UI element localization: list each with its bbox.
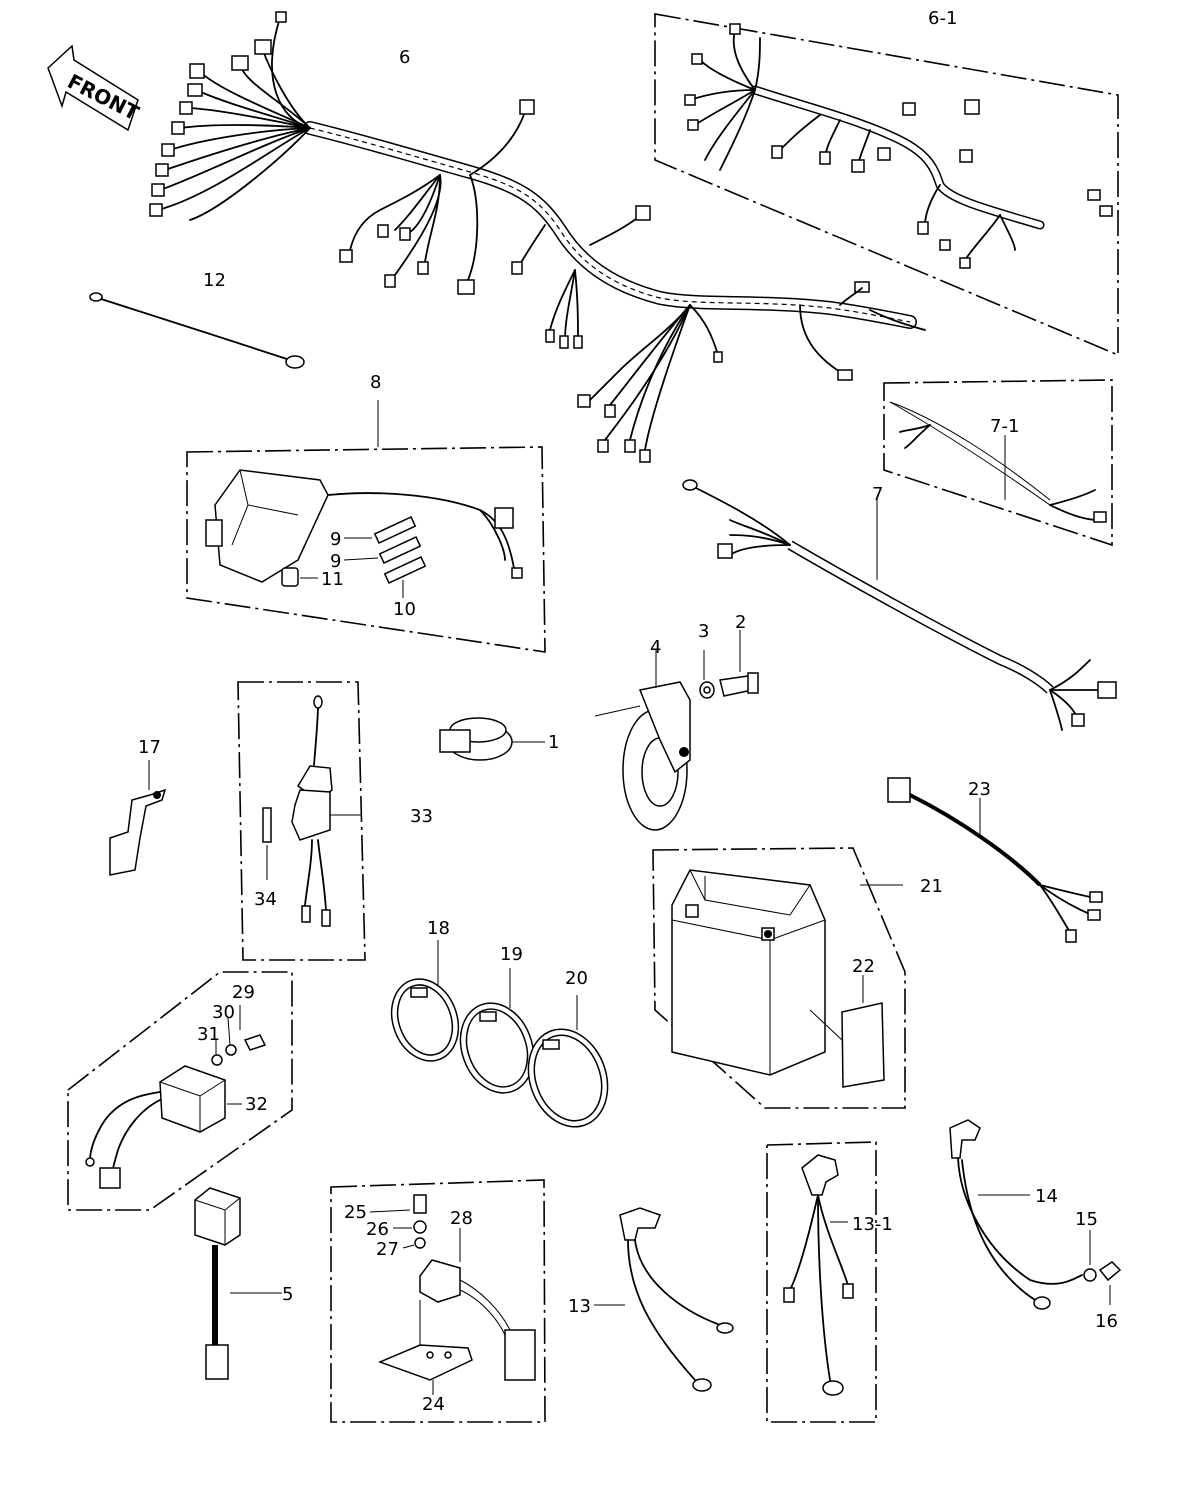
label-31: 31 [197,1024,220,1045]
sub-harness-panel [654,13,1119,357]
label-7: 7 [872,484,883,505]
label-2: 2 [735,612,746,633]
battery-panel [652,847,906,1109]
label-25: 25 [344,1202,367,1223]
harness-7-1-panel [883,379,1113,547]
label-22: 22 [852,956,875,977]
label-34: 34 [254,889,277,910]
label-19: 19 [500,944,523,965]
label-13: 13 [568,1296,591,1317]
label-18: 18 [427,918,450,939]
part-33-panel [237,681,366,961]
front-arrow: FRONT [47,44,143,132]
part-13 [594,1207,734,1392]
label-15: 15 [1075,1209,1098,1230]
label-33: 33 [410,806,433,827]
bracket-17 [109,760,167,876]
label-9a: 9 [330,529,341,550]
part-13-1-panel [766,1141,877,1423]
label-9b: 9 [330,551,341,572]
label-29: 29 [232,982,255,1003]
horn-assembly [439,630,759,831]
label-32: 32 [245,1094,268,1115]
part-32-panel [67,971,293,1211]
label-27: 27 [376,1239,399,1260]
label-14: 14 [1035,1186,1058,1207]
main-wiring-harness [149,11,926,463]
label-28: 28 [450,1208,473,1229]
bands [390,940,609,1128]
label-30: 30 [212,1002,235,1023]
label-3: 3 [698,621,709,642]
label-6-1: 6-1 [928,8,957,29]
label-5: 5 [282,1284,293,1305]
label-24: 24 [422,1394,445,1415]
part-14 [949,1119,1122,1310]
label-10: 10 [393,599,416,620]
label-26: 26 [366,1219,389,1240]
label-21: 21 [920,876,943,897]
label-4: 4 [650,637,661,658]
callout-labels: 6 6-1 12 8 9 9 10 11 7 7-1 4 3 2 1 17 33… [138,8,1118,1415]
label-16: 16 [1095,1311,1118,1332]
label-13-1: 13-1 [852,1214,893,1235]
cable-12 [89,292,305,369]
label-7-1: 7-1 [990,416,1019,437]
label-12: 12 [203,270,226,291]
label-1: 1 [548,732,559,753]
part-5 [194,1187,282,1380]
label-17: 17 [138,737,161,758]
label-11: 11 [321,569,344,590]
label-8: 8 [370,372,381,393]
label-23: 23 [968,779,991,800]
cable-23 [887,777,1103,943]
part-28-panel [330,1179,546,1423]
harness-7 [682,479,1117,731]
label-20: 20 [565,968,588,989]
label-6: 6 [399,47,410,68]
junction-box-panel [186,400,546,653]
